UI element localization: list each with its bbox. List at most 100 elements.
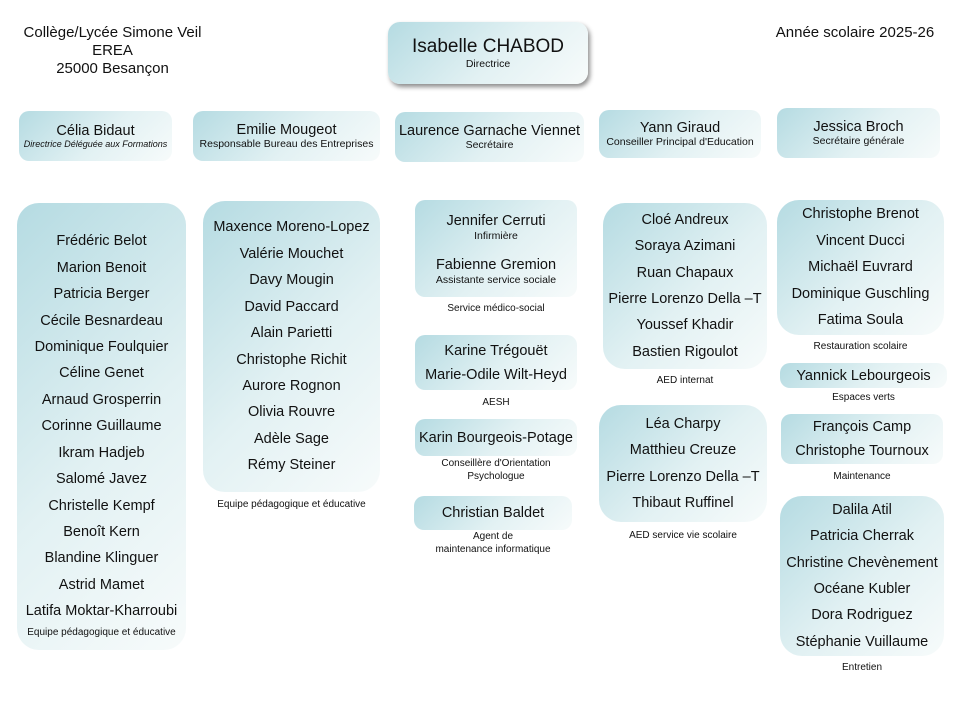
member-name: Dominique Guschling xyxy=(791,285,930,302)
member-name: Benoît Kern xyxy=(63,523,140,540)
member-name: Davy Mougin xyxy=(249,272,334,289)
member-name: David Paccard xyxy=(244,298,339,315)
manager-name: Jessica Broch xyxy=(813,119,904,135)
director-name: Isabelle CHABOD xyxy=(411,36,565,57)
group-label: Equipe pédagogique et éducative xyxy=(217,499,366,510)
group-label: Entretien xyxy=(841,662,883,673)
member-name: Vincent Ducci xyxy=(816,232,905,249)
manager-role: Secrétaire xyxy=(465,139,514,151)
group-box-g6: Christian Baldet xyxy=(414,496,572,530)
group-label: AED internat xyxy=(656,375,714,386)
member-name: Christophe Brenot xyxy=(802,206,919,223)
member-name: Youssef Khadir xyxy=(636,317,734,334)
member-role: Infirmière xyxy=(474,229,518,242)
member-name: Patricia Cherrak xyxy=(810,528,914,545)
member-name: Yannick Lebourgeois xyxy=(796,367,931,384)
member-name: Latifa Moktar-Kharroubi xyxy=(25,603,178,620)
member-name: Adèle Sage xyxy=(254,430,329,447)
member-name: Karine Trégouët xyxy=(444,342,548,359)
school-info: Collège/Lycée Simone Veil EREA 25000 Bes… xyxy=(10,24,215,78)
member-name: Valérie Mouchet xyxy=(239,245,344,262)
member-name: Soraya Azimani xyxy=(634,238,736,255)
group-label: AED service vie scolaire xyxy=(629,530,737,541)
group-label: Agent de maintenance informatique xyxy=(435,531,551,555)
member-name: Cécile Besnardeau xyxy=(40,312,163,329)
member-name: Léa Charpy xyxy=(645,415,721,432)
member-name: Astrid Mamet xyxy=(58,576,145,593)
member-name: François Camp xyxy=(812,419,912,435)
member-name: Bastien Rigoulot xyxy=(632,343,738,360)
group-label: Maintenance xyxy=(833,471,891,482)
manager-name: Yann Giraud xyxy=(639,120,721,136)
member-name: Pierre Lorenzo Della –T xyxy=(608,291,762,307)
group-label: Equipe pédagogique et éducative xyxy=(27,627,176,638)
member-name: Dominique Foulquier xyxy=(34,339,169,356)
member-name: Maxence Moreno-Lopez xyxy=(213,219,370,236)
member-name: Alain Parietti xyxy=(250,325,333,342)
member-name: Patricia Berger xyxy=(53,286,150,303)
member-name: Pierre Lorenzo Della –T xyxy=(606,468,760,485)
member-name: Christophe Tournoux xyxy=(795,443,929,459)
member-name: Jennifer Cerruti xyxy=(446,212,546,229)
group-label: Conseillère d'Orientation Psychologue xyxy=(441,458,551,482)
group-label: Service médico-social xyxy=(447,303,545,314)
member-role: Assistante service sociale xyxy=(435,273,557,286)
member-name: Matthieu Creuze xyxy=(629,442,737,459)
member-name: Céline Genet xyxy=(59,365,144,382)
school-year: Année scolaire 2025-26 xyxy=(775,24,935,41)
group-label: AESH xyxy=(482,397,510,408)
member-name: Aurore Rognon xyxy=(242,377,341,394)
member-name: Michaël Euvrard xyxy=(808,259,913,276)
director-box: Isabelle CHABOD Directrice xyxy=(388,22,588,84)
member-name: Fatima Soula xyxy=(817,312,904,329)
group-label: Espaces verts xyxy=(832,392,895,403)
member-name: Marie-Odile Wilt-Heyd xyxy=(425,366,567,383)
manager-name: Emilie Mougeot xyxy=(236,122,337,138)
member-name: Christophe Richit xyxy=(236,351,347,368)
member-name: Ruan Chapaux xyxy=(636,264,734,281)
member-name: Marion Benoit xyxy=(56,259,147,276)
member-name: Océane Kubler xyxy=(813,581,911,597)
group-label: Restauration scolaire xyxy=(813,341,908,352)
member-name: Dora Rodriguez xyxy=(811,607,913,624)
member-name: Rémy Steiner xyxy=(247,457,336,474)
manager-role: Responsable Bureau des Entreprises xyxy=(199,138,374,150)
member-name: Dalila Atil xyxy=(832,501,892,518)
member-name: Salomé Javez xyxy=(55,471,148,488)
manager-role: Directrice Déléguée aux Formations xyxy=(23,139,168,149)
school-type: EREA xyxy=(92,42,133,59)
group-box-g5: Karin Bourgeois-Potage xyxy=(415,419,577,456)
member-name: Karin Bourgeois-Potage xyxy=(419,429,573,446)
manager-role: Conseiller Principal d'Education xyxy=(606,136,754,148)
member-name: Christelle Kempf xyxy=(48,497,155,514)
manager-name: Laurence Garnache Viennet xyxy=(398,123,581,139)
member-name: Arnaud Grosperrin xyxy=(41,391,162,408)
member-name: Frédéric Belot xyxy=(56,233,147,250)
member-name: Fabienne Gremion xyxy=(435,256,557,273)
manager-name: Célia Bidaut xyxy=(56,123,135,139)
member-name: Thibaut Ruffinel xyxy=(632,494,734,511)
member-name: Corinne Guillaume xyxy=(41,418,162,435)
director-role: Directrice xyxy=(465,58,511,70)
member-name: Cloé Andreux xyxy=(641,211,729,228)
member-name: Stéphanie Vuillaume xyxy=(795,633,929,650)
member-name: Blandine Klinguer xyxy=(44,550,159,567)
member-name: Christine Chevènement xyxy=(786,554,938,571)
manager-role: Secrétaire générale xyxy=(812,135,905,147)
school-name: Collège/Lycée Simone Veil xyxy=(23,24,202,41)
